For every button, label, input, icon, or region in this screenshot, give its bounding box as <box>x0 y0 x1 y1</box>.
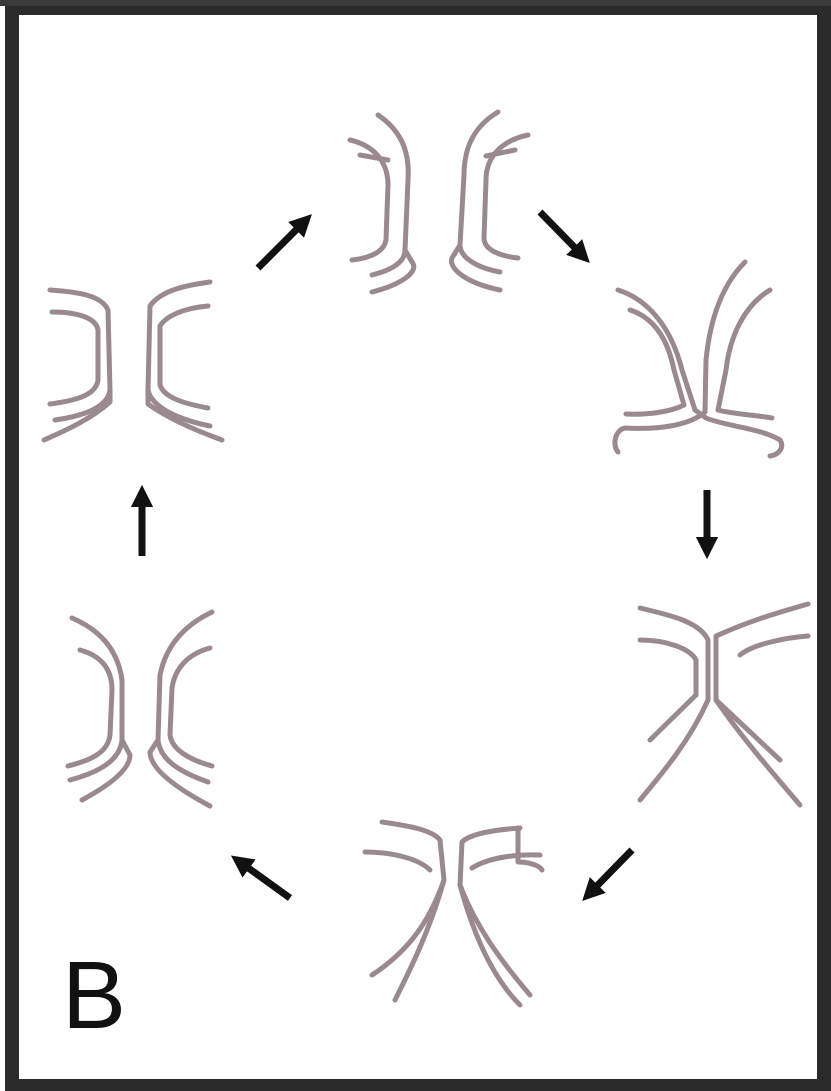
panel-top-edge <box>0 0 831 6</box>
panel-label: B <box>62 948 126 1044</box>
